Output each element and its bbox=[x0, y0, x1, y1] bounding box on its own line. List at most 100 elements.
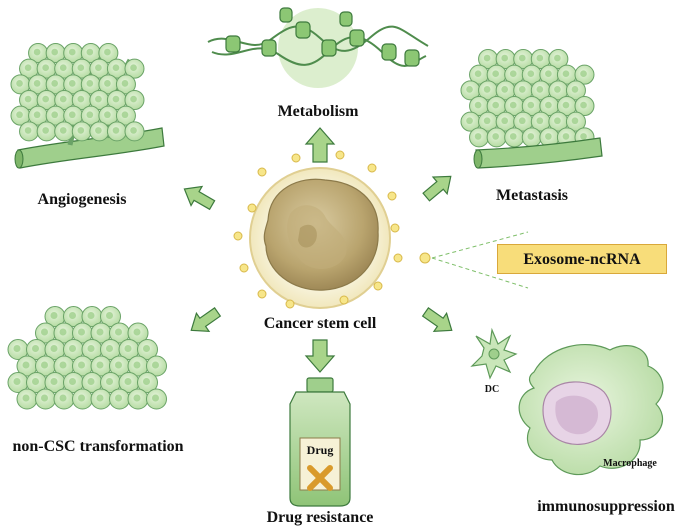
nucleus-icon bbox=[69, 378, 76, 385]
nucleus-icon bbox=[42, 64, 49, 72]
nucleus-icon bbox=[554, 86, 561, 93]
nucleus-icon bbox=[51, 80, 59, 87]
nucleus-icon bbox=[22, 361, 30, 369]
arrow-upright-icon bbox=[422, 175, 452, 202]
arrow-downleft-icon bbox=[190, 307, 222, 332]
nucleus-icon bbox=[59, 95, 67, 103]
label-cancer-stem-cell: Cancer stem cell bbox=[264, 315, 377, 332]
nucleus-icon bbox=[22, 394, 30, 402]
nucleus-icon bbox=[13, 378, 21, 385]
nucleus-icon bbox=[41, 328, 48, 336]
nucleus-icon bbox=[104, 48, 111, 56]
nucleus-icon bbox=[24, 127, 32, 134]
nucleus-icon bbox=[69, 345, 76, 352]
nucleus-icon bbox=[580, 101, 587, 109]
label-exosome-ncrna: Exosome-ncRNA bbox=[523, 251, 641, 268]
nucleus-icon bbox=[492, 70, 499, 78]
nucleus-icon bbox=[78, 394, 85, 402]
nucleus-icon bbox=[152, 394, 159, 402]
nucleus-icon bbox=[77, 127, 85, 134]
label-metabolism: Metabolism bbox=[278, 103, 360, 120]
nucleus-icon bbox=[124, 378, 132, 385]
nucleus-icon bbox=[78, 328, 85, 336]
nucleus-icon bbox=[59, 127, 67, 134]
nucleus-icon bbox=[143, 345, 150, 352]
arrow-down-icon bbox=[304, 339, 336, 373]
nucleus-icon bbox=[69, 312, 76, 319]
nucleus-icon bbox=[130, 64, 137, 72]
nucleus-icon bbox=[41, 394, 48, 402]
exosome-ncrna-box: Exosome-ncRNA bbox=[497, 244, 667, 274]
nucleus-icon bbox=[32, 345, 39, 352]
nucleus-icon bbox=[545, 133, 552, 140]
nucleus-icon bbox=[536, 86, 544, 93]
nucleus-icon bbox=[133, 394, 141, 402]
nucleus-icon bbox=[545, 70, 552, 78]
nucleus-icon bbox=[115, 328, 122, 336]
nucleus-icon bbox=[104, 80, 111, 87]
nucleus-icon bbox=[16, 80, 23, 87]
dna-icon bbox=[207, 7, 429, 88]
arrow-upleft-icon bbox=[183, 185, 216, 211]
nucleus-icon bbox=[133, 361, 141, 369]
nucleus-icon bbox=[536, 117, 544, 125]
nucleus-icon bbox=[143, 378, 150, 385]
label-metastasis: Metastasis bbox=[496, 187, 568, 204]
nucleus-icon bbox=[124, 345, 132, 352]
nucleus-icon bbox=[474, 70, 482, 78]
exosome-icon bbox=[233, 150, 403, 309]
nucleus-icon bbox=[96, 361, 104, 369]
nucleus-icon bbox=[87, 378, 95, 385]
nucleus-icon bbox=[130, 95, 137, 103]
label-immunosuppression: immunosuppression bbox=[537, 498, 675, 515]
nucleus-icon bbox=[501, 117, 509, 125]
nucleus-icon bbox=[527, 133, 535, 140]
nucleus-icon bbox=[95, 95, 102, 103]
dendritic-cell-icon bbox=[470, 327, 518, 380]
nucleus-icon bbox=[562, 70, 570, 78]
nucleus-icon bbox=[33, 111, 41, 119]
nucleus-icon bbox=[536, 54, 544, 62]
nucleus-icon bbox=[509, 70, 517, 78]
nucleus-icon bbox=[95, 64, 102, 72]
nucleus-icon bbox=[112, 95, 120, 103]
label-dc: DC bbox=[485, 384, 499, 395]
nucleus-icon bbox=[96, 328, 104, 336]
nucleus-icon bbox=[104, 111, 111, 119]
drug-bottle-icon bbox=[289, 377, 351, 507]
nucleus-icon bbox=[571, 117, 579, 125]
blood-vessel-metastasis-icon bbox=[473, 137, 603, 169]
nucleus-icon bbox=[51, 111, 59, 119]
nucleus-icon bbox=[115, 361, 122, 369]
nucleus-icon bbox=[50, 378, 58, 385]
nucleus-icon bbox=[51, 48, 59, 56]
nucleus-icon bbox=[518, 117, 526, 125]
nucleus-icon bbox=[68, 111, 76, 119]
nucleus-icon bbox=[86, 48, 94, 56]
label-macrophage: Macrophage bbox=[603, 458, 657, 469]
arrow-downright-icon bbox=[421, 307, 453, 332]
nucleus-icon bbox=[130, 127, 137, 134]
exosome-callout bbox=[419, 231, 529, 289]
nucleus-icon bbox=[492, 101, 499, 109]
nucleus-icon bbox=[509, 133, 517, 140]
nucleus-icon bbox=[483, 54, 491, 62]
nucleus-icon bbox=[580, 70, 587, 78]
nucleus-icon bbox=[115, 394, 122, 402]
nucleus-icon bbox=[554, 117, 561, 125]
label-drug-resistance: Drug resistance bbox=[267, 509, 374, 526]
drug-bottle-label: Drug bbox=[307, 443, 334, 457]
nucleus-icon bbox=[527, 101, 535, 109]
nucleus-icon bbox=[50, 312, 58, 319]
nucleus-icon bbox=[501, 86, 509, 93]
nucleus-icon bbox=[562, 101, 570, 109]
nucleus-icon bbox=[42, 95, 49, 103]
nucleus-icon bbox=[474, 101, 482, 109]
cell-cluster-metastasis bbox=[460, 48, 595, 148]
nucleus-icon bbox=[59, 394, 67, 402]
nucleus-icon bbox=[86, 111, 94, 119]
nucleus-icon bbox=[501, 54, 509, 62]
nucleus-icon bbox=[554, 54, 561, 62]
nucleus-icon bbox=[483, 86, 491, 93]
